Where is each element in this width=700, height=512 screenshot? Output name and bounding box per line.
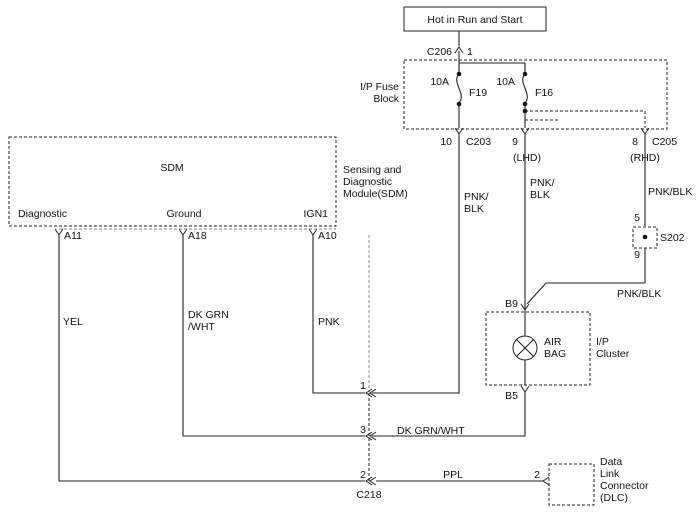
cluster-pin-b9: B9 [505, 298, 518, 310]
dlc-name-line3: Connector [600, 480, 649, 492]
fuse-f19-rating: 10A [430, 76, 449, 88]
c218-pin3-symbol-b [369, 431, 377, 441]
fuse-f19-symbol [456, 73, 462, 104]
c218-pin2-symbol [365, 476, 373, 486]
c218-label: C218 [356, 489, 381, 501]
fuse-block: I/P Fuse Block 10A F19 10A F16 [360, 59, 668, 130]
lhd-pin: 9 [512, 136, 518, 148]
cluster-outline [485, 311, 591, 386]
wire-yel-diagnostic [58, 235, 365, 482]
sdm-module: SDM Sensing and Diagnostic Module(SDM) D… [8, 136, 408, 242]
splice-s202: 5 S202 9 [632, 212, 685, 261]
wire-ground-color-line1: DK GRN [188, 309, 229, 321]
sdm-pin-ign1-name: IGN1 [303, 208, 328, 220]
wire-s202-b9-color: PNK/BLK [617, 288, 661, 300]
c218-pin1-symbol-b [369, 388, 377, 398]
fuse-f16-id: F16 [535, 87, 553, 99]
wire-pnk-ign1 [312, 235, 365, 394]
s202-pin-bottom: 9 [634, 249, 640, 261]
c218-pin3: 3 [360, 424, 366, 436]
sdm-pin-diagnostic-name: Diagnostic [18, 208, 67, 220]
c205-label: C205 [652, 136, 677, 148]
power-source: Hot in Run and Start [403, 6, 547, 32]
sdm-pin-ground-name: Ground [166, 208, 201, 220]
c218-pin1: 1 [360, 380, 366, 392]
wire-ign1-color: PNK [318, 316, 340, 328]
s202-pin-top: 5 [634, 212, 640, 224]
wire-dlc-color: PPL [443, 469, 463, 481]
c203-label: C203 [466, 136, 491, 148]
cluster-connector-b5 [520, 385, 530, 393]
fuse-f16-symbol [522, 73, 528, 104]
c203-pin: 10 [440, 136, 452, 148]
wire-diag-color: YEL [63, 316, 83, 328]
wire-dk-grn-wht-ground [182, 235, 365, 437]
wire-s202-to-b9 [526, 282, 645, 305]
fuse-f19-id: F19 [469, 87, 487, 99]
fuse-f16: 10A F16 [496, 71, 553, 114]
c218-pin2: 2 [360, 469, 366, 481]
c205-connector-symbol [640, 127, 650, 135]
wire-pnk-blk-c203 [372, 134, 460, 394]
lhd-note: (LHD) [513, 152, 541, 164]
wire-rhd-color: PNK/BLK [648, 186, 692, 198]
wire-cluster-ground-color: DK GRN/WHT [397, 425, 465, 437]
sdm-description-line3: Module(SDM) [343, 188, 408, 200]
cluster-pin-b5: B5 [505, 390, 518, 402]
power-source-box [403, 6, 547, 32]
dlc-connector: 2 Data Link Connector (DLC) [534, 456, 649, 506]
sdm-title: SDM [160, 162, 183, 174]
fuse-block-outline [403, 59, 668, 130]
c206-connector-symbol [454, 46, 464, 54]
wire-lhd-color-line1: PNK/ [530, 177, 555, 189]
airbag-lamp-label-line2: BAG [544, 348, 566, 360]
dlc-name-line1: Data [600, 456, 622, 468]
power-source-label: Hot in Run and Start [427, 14, 522, 26]
c218-connector: 1 3 2 C218 [59, 228, 382, 501]
c218-pin3-symbol [365, 431, 373, 441]
cluster-name-line2: Cluster [596, 348, 630, 360]
wire-cluster-ground [372, 392, 526, 437]
sdm-connector-a18 [178, 228, 188, 236]
sdm-connector-a10 [308, 228, 318, 236]
c218-pin1-symbol [365, 388, 373, 398]
airbag-lamp-cross-2 [516, 339, 534, 357]
sdm-pin-a10: A10 [318, 230, 337, 242]
s202-node [642, 234, 648, 240]
dlc-name-line4: (DLC) [600, 492, 628, 504]
cluster-name-line1: I/P [596, 336, 609, 348]
fuse-f19: 10A F19 [430, 71, 487, 107]
fuse-f16-rating: 10A [496, 76, 515, 88]
dlc-outline [548, 463, 595, 506]
f16-option-wire-rhd [525, 110, 646, 128]
airbag-lamp-label-line1: AIR [544, 336, 562, 348]
sdm-pin-a18: A18 [188, 230, 207, 242]
c218-pin2-symbol-b [369, 476, 377, 486]
sdm-pin-a11: A11 [64, 230, 82, 242]
sdm-description-line1: Sensing and [343, 164, 402, 176]
sdm-connector-a11 [54, 228, 64, 236]
wire-c203-color-line2: BLK [464, 203, 484, 215]
lhd-connector-symbol [520, 127, 530, 135]
wire-ground-color-line2: /WHT [188, 321, 215, 333]
c205-pin: 8 [632, 136, 638, 148]
fuse-block-name-line2: Block [373, 93, 399, 105]
dlc-pin: 2 [534, 469, 540, 481]
c206-label: C206 [427, 46, 452, 58]
wire-c203-color-line1: PNK/ [464, 191, 489, 203]
s202-id: S202 [660, 232, 685, 244]
c206-pin: 1 [467, 46, 473, 58]
wire-lhd-color-line2: BLK [530, 189, 550, 201]
dlc-pin-symbol [542, 476, 550, 486]
dlc-name-line2: Link [600, 468, 620, 480]
sdm-outline [8, 136, 337, 227]
ip-cluster: B9 AIR BAG I/P Cluster B5 [485, 298, 630, 402]
fuse-block-name-line1: I/P Fuse [360, 81, 399, 93]
sdm-description-line2: Diagnostic [343, 176, 392, 188]
